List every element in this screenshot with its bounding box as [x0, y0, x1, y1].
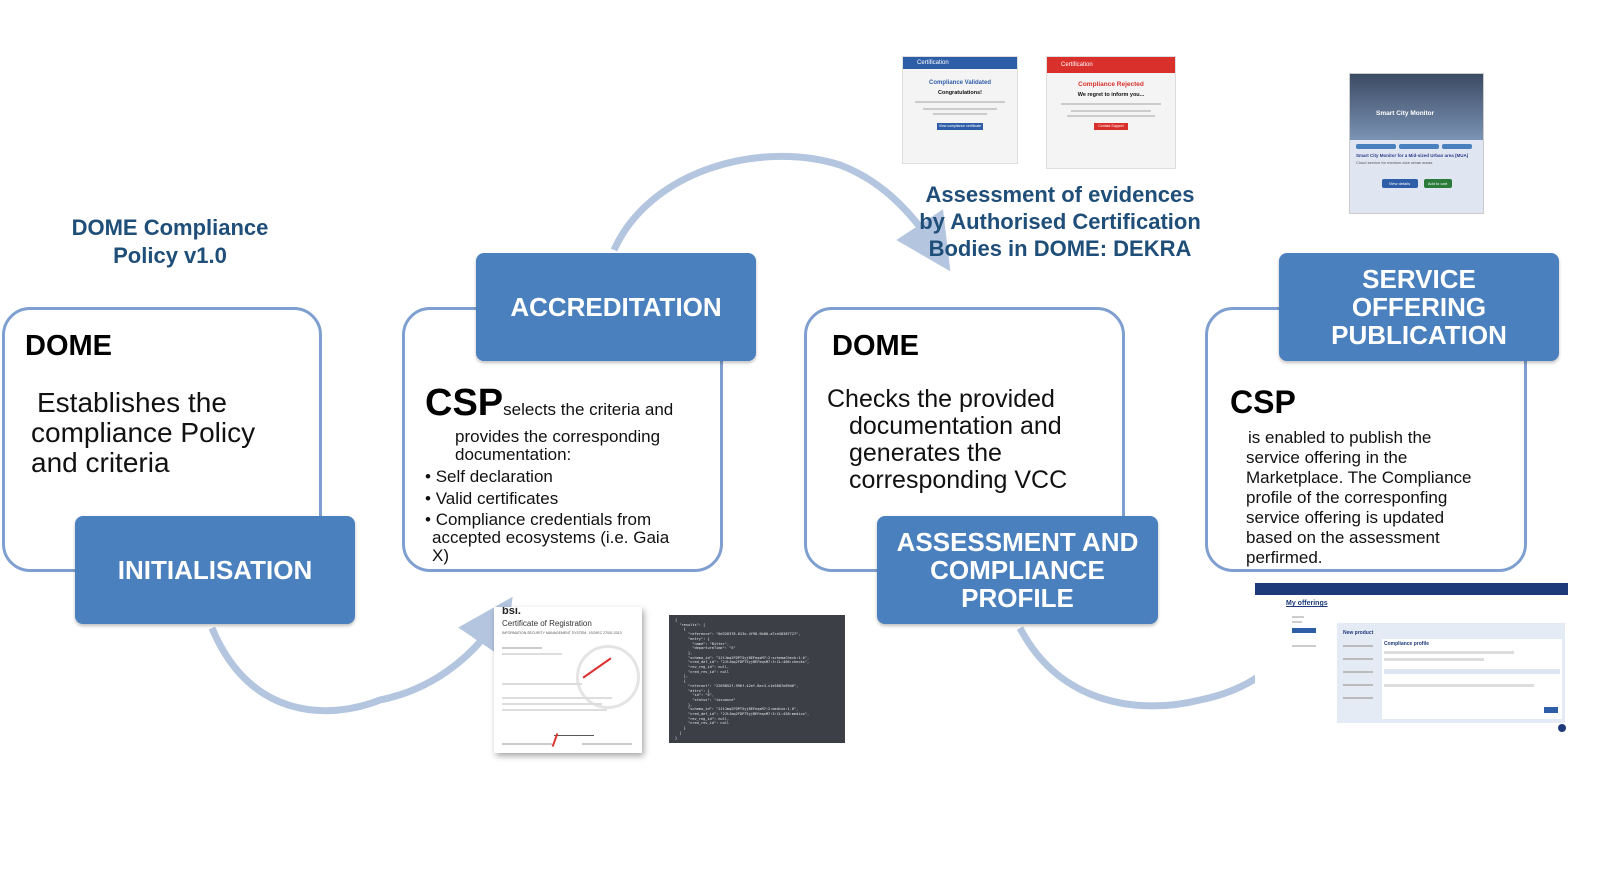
- compliance-profile-section: Compliance profile: [1382, 639, 1562, 719]
- json-line: {: [675, 618, 678, 622]
- list-item: • Compliance credentials from: [425, 510, 652, 529]
- my-offerings-screenshot: My offerings New product Compliance prof…: [1255, 583, 1568, 743]
- offerings-title: My offerings: [1286, 600, 1328, 607]
- compliance-rejected-screenshot: Certification Compliance Rejected We reg…: [1046, 56, 1176, 169]
- json-line: "referent": "2269852f-996f-42ef-8ec3-c1e…: [675, 683, 799, 688]
- offerings-panel: New product Compliance profile: [1337, 623, 1565, 723]
- json-line: "attrs": {: [675, 688, 710, 693]
- json-line: ]: [675, 730, 682, 735]
- json-line: {: [675, 679, 686, 684]
- rejected-header: Certification: [1047, 57, 1175, 73]
- product-image: Smart City Monitor: [1350, 74, 1483, 140]
- validated-button: View compliance certificate: [937, 123, 983, 130]
- json-line: "departureTime": "5": [675, 646, 736, 651]
- json-line: "entry": {: [675, 636, 710, 641]
- initialisation-text: Establishes the compliance Policy and cr…: [31, 387, 256, 478]
- assessment-text: Checks the provided documentation and ge…: [827, 385, 1068, 494]
- json-line: "cred_rev_id": null: [675, 669, 730, 674]
- product-desc: Cloud service for medium-size urban area…: [1356, 160, 1434, 165]
- json-line: },: [675, 702, 693, 707]
- json-line: "results": [: [675, 622, 706, 627]
- rejected-subtitle: We regret to inform you...: [1077, 92, 1145, 98]
- json-line: "rev_reg_id": null,: [675, 716, 730, 721]
- publication-card: CSP is enabled to publish the service of…: [1205, 307, 1527, 572]
- list-item: • Self declaration: [425, 467, 553, 486]
- compliance-validated-screenshot: Certification Compliance Validated Congr…: [902, 56, 1018, 164]
- policy-title: DOME Compliance Policy v1.0: [71, 215, 269, 268]
- assessment-note: Assessment of evidences by Authorised Ce…: [919, 182, 1201, 261]
- certificate-subtitle: INFORMATION SECURITY MANAGEMENT SYSTEM -…: [502, 631, 622, 635]
- json-code: { "results": [ { "reference": "0d328378-…: [675, 618, 839, 740]
- validated-title: Compliance Validated: [928, 80, 992, 86]
- json-line: "cred_def_id": "2JtJmq2FDPT5yjBEFeqsM7:3…: [675, 712, 810, 717]
- rejected-button: Contact Support: [1094, 123, 1128, 130]
- json-line: "schema_id": "2JtJmq2FDPT5yjBEFeqsM7:2:m…: [675, 707, 799, 712]
- product-image-name: Smart City Monitor: [1376, 110, 1435, 117]
- publication-actor: CSP: [1230, 384, 1296, 420]
- initialisation-label: INITIALISATION: [75, 516, 355, 624]
- offerings-topbar: [1255, 583, 1568, 595]
- certificate-screenshot: bsi. Certificate of Registration INFORMA…: [494, 607, 642, 753]
- json-line: {: [675, 627, 686, 632]
- json-line: "id": "6",: [675, 693, 714, 698]
- assessment-actor: DOME: [832, 330, 919, 362]
- list-item: • Valid certificates: [425, 488, 559, 508]
- json-line: }: [675, 726, 686, 731]
- json-line: "schema_id": "2JtJmq2FDPT5yjBEFeqsM7:2:s…: [675, 655, 810, 660]
- json-line: },: [675, 650, 693, 655]
- accreditation-intro-rest: provides the corresponding documentation…: [455, 427, 661, 464]
- arrow-initialisation-to-accreditation: [208, 596, 513, 715]
- add-to-cart-button: Add to cart: [1423, 179, 1452, 188]
- arrow-accreditation-to-assessment: [610, 152, 951, 272]
- json-line: "cred_rev_id": null: [675, 721, 730, 726]
- accreditation-label: ACCREDITATION: [476, 253, 756, 361]
- product-heading: Smart City Monitor for a Mid-sized Urban…: [1356, 153, 1469, 158]
- accreditation-intro: selects the criteria and: [503, 400, 674, 419]
- offerings-panel-title: New product: [1343, 630, 1374, 636]
- json-line: "status": "issuance": [675, 697, 736, 702]
- json-line: "rev_reg_id": null,: [675, 665, 730, 670]
- chat-icon: [1558, 724, 1566, 732]
- json-line: },: [675, 674, 688, 679]
- product-card-screenshot: Smart City Monitor Smart City Monitor fo…: [1349, 73, 1484, 214]
- json-line: "cred_def_id": "2JtJmq2FDPT5yjBEFeqsM7:3…: [675, 660, 810, 665]
- certificate-brand: bsi.: [502, 607, 521, 617]
- bsi-watermark: [576, 645, 640, 709]
- rejected-title: Compliance Rejected: [1078, 81, 1144, 88]
- json-line: "reference": "0d328378-013e-4f98-9b80-a7…: [675, 632, 801, 637]
- validated-header: Certification: [903, 57, 1017, 69]
- accreditation-actor: CSP: [425, 382, 504, 424]
- assessment-label: ASSESSMENT AND COMPLIANCE PROFILE: [877, 516, 1158, 624]
- view-details-button: View details: [1381, 179, 1418, 188]
- json-credential-screenshot: { "results": [ { "reference": "0d328378-…: [669, 615, 845, 743]
- publication-text: is enabled to publish the service offeri…: [1246, 428, 1472, 567]
- validated-subtitle: Congratulations!: [938, 90, 982, 96]
- json-line: "name": "Bitter",: [675, 641, 730, 646]
- json-line: }: [675, 735, 678, 740]
- initialisation-card: DOME Establishes the compliance Policy a…: [2, 307, 322, 572]
- accreditation-bullet-cont: accepted ecosystems (i.e. Gaia X): [432, 528, 670, 565]
- publication-label: SERVICE OFFERING PUBLICATION: [1279, 253, 1559, 361]
- initialisation-actor: DOME: [25, 330, 112, 362]
- certificate-title: Certificate of Registration: [502, 619, 592, 628]
- accreditation-bullets: • Self declaration • Valid certificates …: [425, 466, 651, 531]
